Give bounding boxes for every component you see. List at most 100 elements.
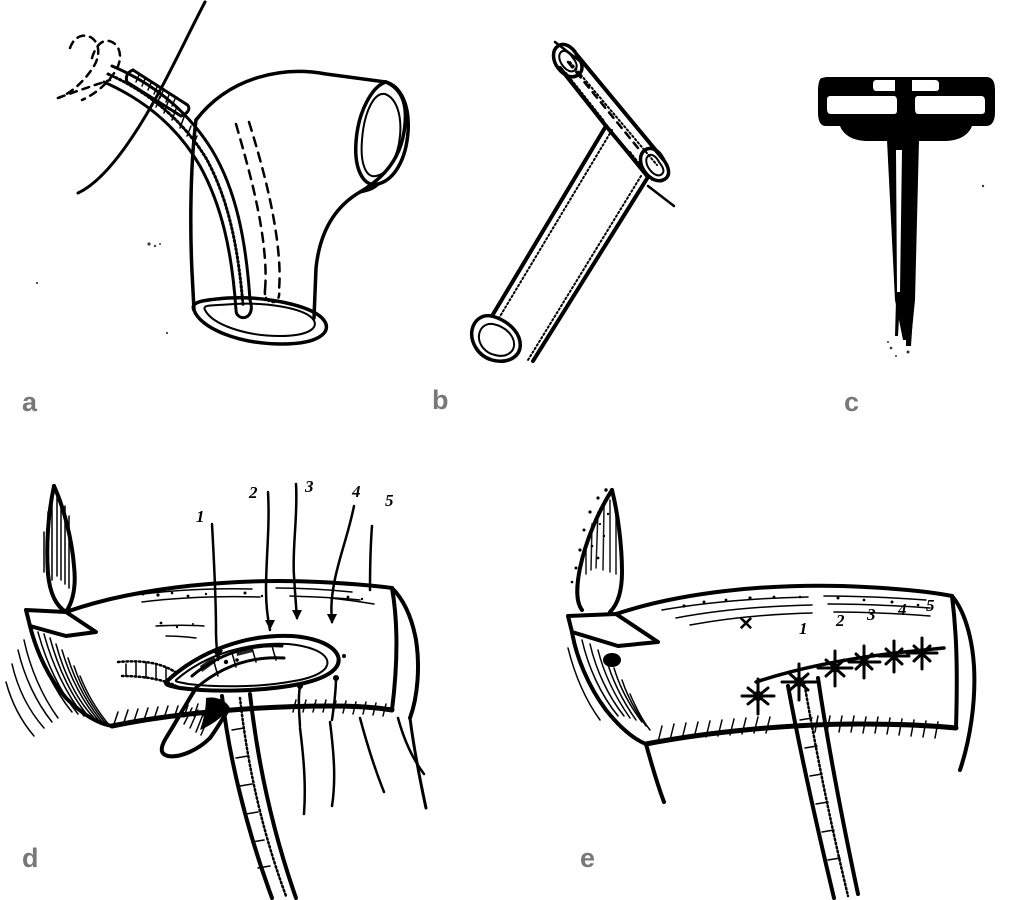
panel-a-drawing xyxy=(35,0,410,346)
emerging-limb-right-edge xyxy=(248,692,298,900)
trachea-top-edge xyxy=(194,69,388,122)
suture-line-closed xyxy=(754,646,946,684)
longlimb-edge-left xyxy=(490,124,608,318)
tube-lumen-stipple xyxy=(106,72,245,307)
knot-tail-a xyxy=(297,684,302,728)
stoma-opening-inner xyxy=(174,642,329,688)
emerging-limb-stipple-e xyxy=(802,680,850,898)
larynx-lower-outline-e xyxy=(570,630,648,746)
callout-d-3: 3 xyxy=(305,477,314,496)
emerging-limb-ladder-e xyxy=(799,717,841,861)
suture-thread-2 xyxy=(264,490,272,632)
crosslimb-flange xyxy=(840,126,972,141)
trachea-ring-texture xyxy=(127,587,375,639)
crosslimb-stipple-outer xyxy=(569,61,658,166)
motion-arc-tail xyxy=(56,78,112,100)
hanging-suture-a xyxy=(298,726,307,816)
stoma-floor-hatch xyxy=(125,662,167,683)
callout-e-5: 5 xyxy=(926,596,935,615)
notch-dark-node-e xyxy=(603,653,621,667)
wall-flap-fold xyxy=(208,708,230,740)
suture-thread-4 xyxy=(330,504,356,624)
photo-print-noise xyxy=(887,184,985,357)
larynx-upper-outline-e xyxy=(575,488,614,612)
tied-knots xyxy=(780,636,939,702)
trachea-top-shading-e xyxy=(661,595,931,626)
trachea-proximal-rim-lower xyxy=(358,182,380,194)
wall-flap-outline xyxy=(159,686,212,759)
larynx-upper-stipple-e xyxy=(570,488,610,584)
trachea-right-contour-e xyxy=(950,594,959,730)
lumen-path-right xyxy=(247,120,281,292)
tube-distal-end xyxy=(234,298,253,320)
callout-e-1: 1 xyxy=(799,619,808,638)
motion-arc-upper xyxy=(80,39,122,102)
hanging-suture-d xyxy=(396,716,426,776)
verticallimb-tail-right xyxy=(906,300,914,346)
crosslimb-lower-opening xyxy=(638,146,671,183)
panel-c: c xyxy=(790,0,1024,450)
emerging-limb-ladder xyxy=(231,727,271,869)
trachea-right-far-contour xyxy=(390,586,420,720)
verticallimb-body xyxy=(887,140,919,340)
suture-thread-3 xyxy=(292,482,299,620)
panel-letter-b: b xyxy=(432,385,449,415)
verticallimb-highlight xyxy=(896,150,902,292)
callout-d-1: 1 xyxy=(196,507,205,526)
longlimb-opening xyxy=(469,313,522,363)
hanging-suture-b xyxy=(328,720,336,808)
panel-e: e ✕ 1 2 3 4 5 xyxy=(512,450,1024,900)
tube-crosslimb-top xyxy=(131,68,188,106)
trachea-right-contour xyxy=(390,586,399,712)
stent-limb-shadow xyxy=(200,646,253,672)
lumen-path-tip xyxy=(263,288,281,304)
guide-suture-lower xyxy=(646,184,676,208)
trachea-bottom-heavy xyxy=(109,703,395,729)
crosslimb-highlight-left xyxy=(827,96,897,114)
crosslimb-upper-opening xyxy=(551,42,584,79)
trachea-top-contour xyxy=(64,579,394,614)
mark-x-e: ✕ xyxy=(738,614,754,635)
trachea-left-edge xyxy=(189,118,198,312)
larynx-upper-shading xyxy=(43,493,70,589)
crosslimb-lumen-dashed xyxy=(566,60,640,150)
tracheal-wall-line xyxy=(76,0,207,195)
panel-b: b xyxy=(432,0,820,450)
emerging-limb-stipple xyxy=(238,696,288,898)
tube-outer-edge xyxy=(110,64,252,302)
callout-e-4: 4 xyxy=(898,600,907,619)
tube-inner-edge xyxy=(102,80,238,312)
trachea-top-speckle-e xyxy=(682,595,920,608)
emerging-limb-right-e xyxy=(816,676,860,896)
lumen-path-left xyxy=(234,122,267,292)
longlimb-stipple-right xyxy=(527,175,642,361)
hanging-suture-c xyxy=(358,716,386,794)
larynx-lower-shading xyxy=(5,631,111,737)
callout-e-3: 3 xyxy=(867,605,876,624)
suture-arrowheads xyxy=(213,610,337,660)
motion-arc-lower xyxy=(56,34,100,100)
crosslimb-stipple-inner-a xyxy=(565,72,605,122)
crosslimb-junction-shadow-top xyxy=(895,80,912,92)
trachea-bottom-heavy-e xyxy=(643,721,959,747)
stoma-opening-outline xyxy=(163,633,341,693)
hanging-suture-tails xyxy=(298,716,426,816)
crosslimb-edge-outer xyxy=(575,53,665,161)
knot-cores xyxy=(794,649,926,687)
knot-tail-b xyxy=(330,676,338,722)
cartilage-notch-e xyxy=(566,612,660,648)
panel-letter-d: d xyxy=(22,843,39,873)
larynx-tail-e xyxy=(644,742,666,804)
neck-right-contour xyxy=(408,716,428,810)
suture-entry-marks xyxy=(223,654,346,665)
panel-e-drawing xyxy=(566,488,977,900)
suture-thread-5 xyxy=(368,524,374,592)
larynx-lower-shading-e xyxy=(567,639,651,731)
neck-right-contour-e xyxy=(950,594,977,772)
knot-proximal-core xyxy=(753,691,763,701)
crosslimb-highlight-right xyxy=(915,96,985,114)
callout-d-5: 5 xyxy=(385,491,394,510)
verticallimb-tail-left xyxy=(895,300,900,336)
print-speckle xyxy=(35,242,169,335)
